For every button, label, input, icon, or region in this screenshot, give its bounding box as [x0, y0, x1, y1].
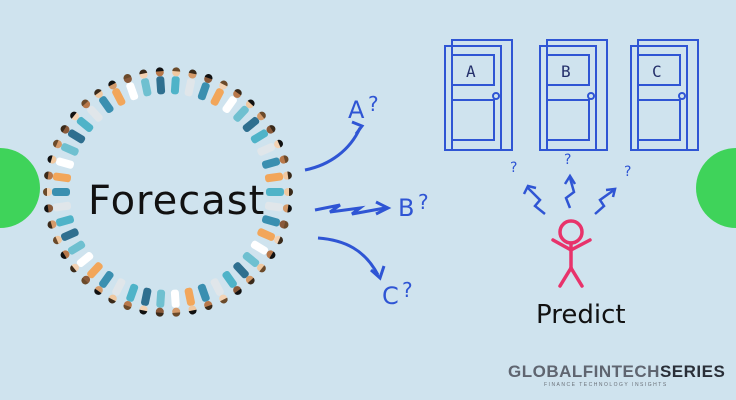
door-a-letter: A — [466, 62, 476, 81]
person-figure — [94, 270, 114, 295]
outcome-a: A — [348, 96, 365, 124]
person-figure — [222, 89, 242, 114]
question-mark-left: ? — [510, 160, 518, 176]
question-mark-right: ? — [624, 164, 632, 180]
arrowhead-b — [375, 200, 392, 216]
person-figure — [170, 289, 181, 317]
person-figure — [47, 215, 75, 229]
door-c-letter: C — [652, 62, 662, 81]
person-figure — [170, 67, 181, 95]
brand-global: GLOBAL — [508, 362, 583, 381]
brand-tagline: FINANCE TECHNOLOGY INSIGHTS — [544, 382, 668, 388]
person-figure — [81, 262, 103, 285]
person-figure — [123, 74, 139, 101]
forecast-label: Forecast — [88, 178, 266, 224]
question-mark-b: ? — [418, 190, 429, 214]
person-figure — [53, 139, 79, 156]
person-figure — [139, 287, 152, 315]
question-mark-c: ? — [402, 278, 413, 302]
person-figure — [210, 278, 228, 304]
person-figure — [197, 283, 213, 310]
arrowhead-a — [351, 120, 365, 135]
stick-figure — [551, 219, 592, 288]
outcome-b: B — [398, 194, 415, 222]
arrowhead-up-left — [522, 184, 537, 195]
arrow-to-c — [317, 236, 380, 276]
person-figure — [123, 283, 139, 310]
person-figure — [233, 99, 255, 122]
person-figure — [47, 155, 75, 169]
predict-label: Predict — [536, 300, 626, 330]
brand-series: SERIES — [659, 362, 726, 381]
arrow-to-b — [314, 203, 386, 216]
person-figure — [70, 111, 94, 133]
person-figure — [184, 69, 197, 97]
person-figure — [197, 74, 213, 101]
right-green-circle — [696, 148, 736, 228]
person-figure — [108, 278, 126, 304]
person-figure — [266, 188, 293, 196]
person-figure — [44, 171, 72, 183]
arrow-up-right — [594, 188, 615, 215]
arrowhead-up-center — [563, 173, 577, 185]
arrow-to-a — [304, 127, 362, 172]
person-figure — [139, 69, 152, 97]
arrow-up-left — [527, 187, 546, 215]
door-b — [539, 39, 608, 151]
person-figure — [94, 89, 114, 114]
person-figure — [60, 240, 86, 259]
person-figure — [108, 80, 126, 106]
arrowhead-c — [370, 265, 386, 281]
person-figure — [261, 155, 289, 169]
person-figure — [155, 67, 166, 95]
person-figure — [264, 171, 292, 183]
person-figure — [44, 201, 72, 213]
person-figure — [250, 125, 276, 144]
arrowhead-up-right — [605, 187, 617, 198]
person-figure — [250, 240, 276, 259]
person-figure — [222, 270, 242, 295]
left-green-circle — [0, 148, 40, 228]
person-figure — [257, 228, 283, 245]
person-figure — [184, 287, 197, 315]
arrow-up-center — [564, 177, 576, 209]
person-figure — [242, 111, 266, 133]
person-figure — [70, 251, 94, 273]
person-figure — [53, 228, 79, 245]
person-figure — [242, 251, 266, 273]
question-mark-a: ? — [368, 92, 379, 116]
person-figure — [43, 188, 70, 196]
brand-fintech: FINTECH — [582, 362, 660, 381]
person-figure — [210, 80, 228, 106]
door-c — [630, 39, 699, 151]
person-figure — [257, 139, 283, 156]
brand-logo: GLOBALFINTECHSERIES — [508, 362, 725, 382]
door-a — [444, 39, 513, 151]
people-ring — [43, 67, 293, 317]
person-figure — [261, 215, 289, 229]
person-figure — [81, 99, 103, 122]
person-figure — [264, 201, 292, 213]
door-b-letter: B — [561, 62, 571, 81]
person-figure — [60, 125, 86, 144]
outcome-c: C — [382, 282, 399, 310]
question-mark-center: ? — [564, 152, 572, 168]
person-figure — [155, 289, 166, 317]
person-figure — [233, 262, 255, 285]
